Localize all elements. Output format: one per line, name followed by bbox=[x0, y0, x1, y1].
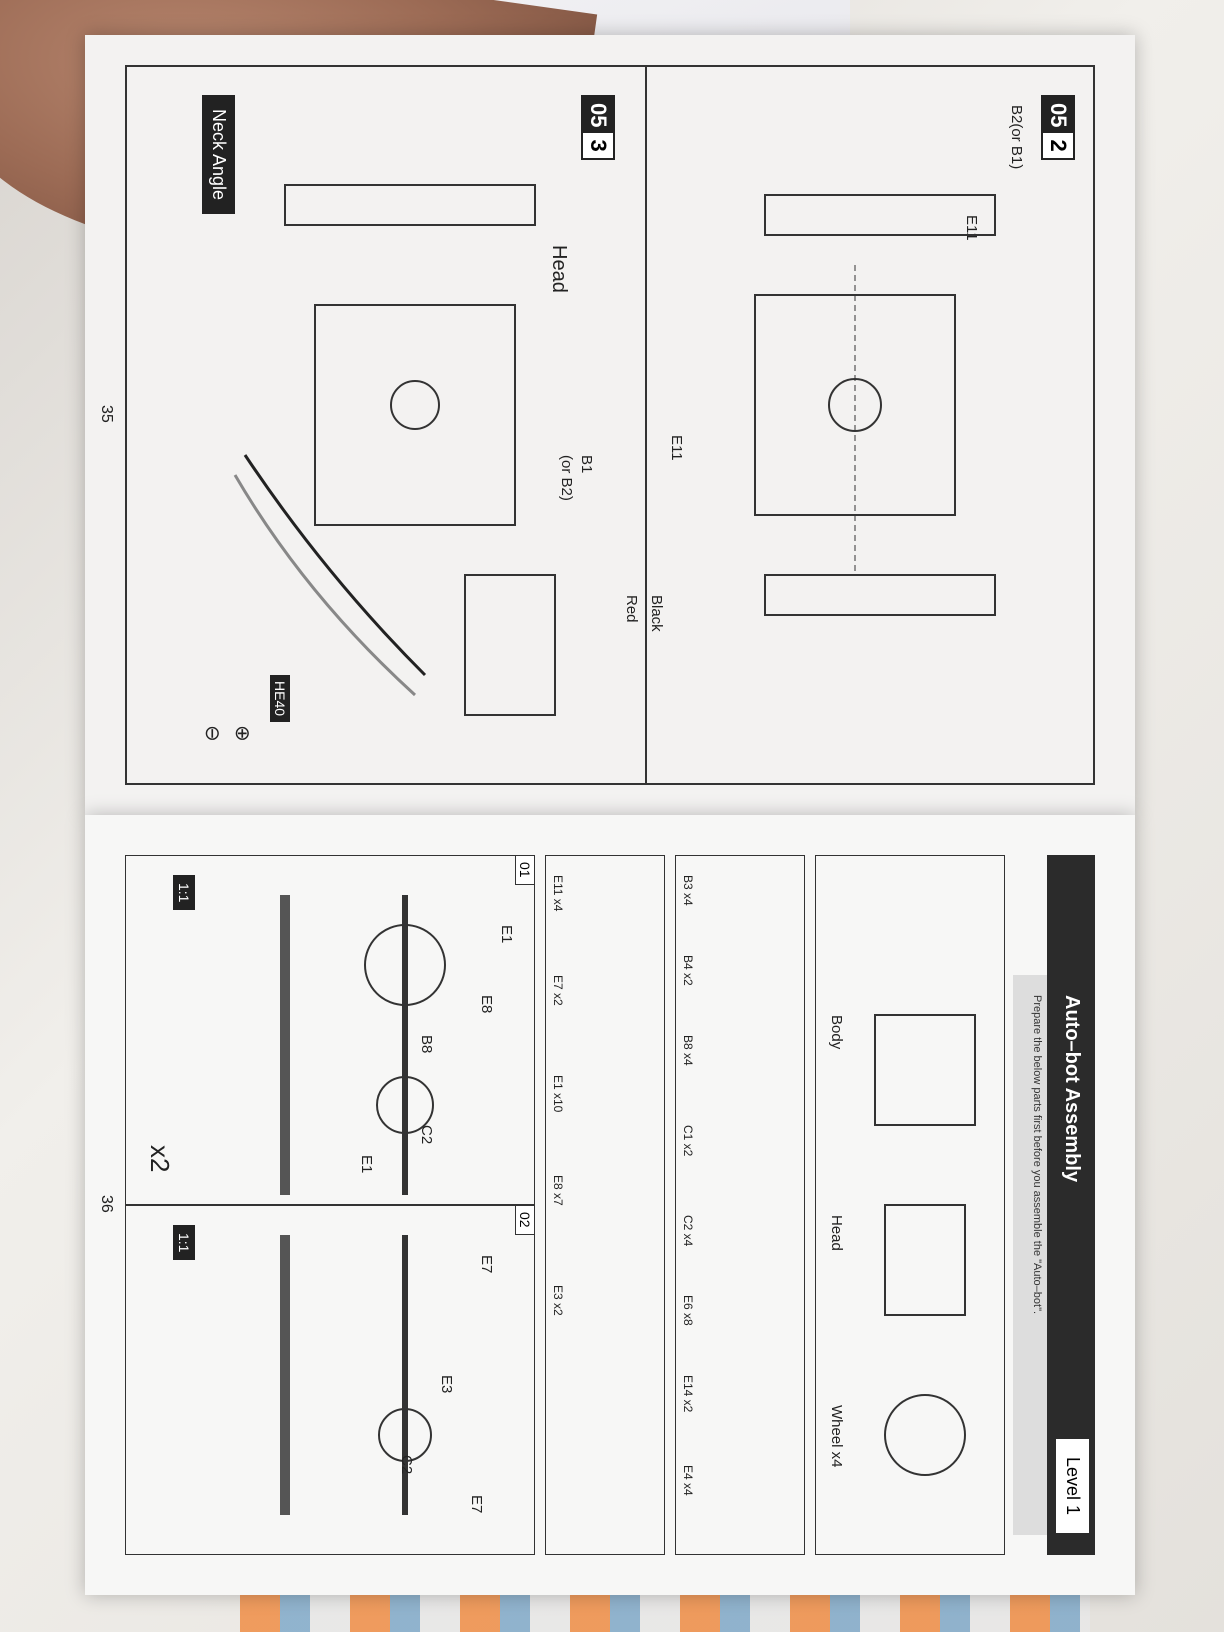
scale-badge-1: 1:1 bbox=[173, 875, 195, 911]
module-label-body: Body bbox=[828, 1015, 845, 1050]
axle-part-label: C2 bbox=[418, 1125, 435, 1145]
motor-label: HE40 bbox=[270, 675, 290, 723]
part-label: C1 x2 bbox=[681, 1125, 695, 1157]
page-36: Auto–bot Assembly Level 1 Prepare the be… bbox=[85, 815, 1135, 1595]
plus-symbol: ⊕ bbox=[231, 725, 253, 742]
substep-02-tab: 02 bbox=[515, 1205, 535, 1235]
axle-part-label: E1 bbox=[498, 925, 515, 944]
step-05-2-badge: 05 2 bbox=[1041, 95, 1075, 160]
part-label: C2 x4 bbox=[681, 1215, 695, 1247]
part-label: E7 x2 bbox=[551, 975, 565, 1006]
part-label: E3 x2 bbox=[551, 1285, 565, 1316]
level-badge: Level 1 bbox=[1054, 1436, 1091, 1535]
wire-label-red: Red bbox=[623, 595, 640, 623]
page-number: 35 bbox=[98, 405, 115, 423]
minus-symbol: ⊖ bbox=[201, 725, 223, 742]
part-label: E1 x10 bbox=[551, 1075, 565, 1113]
neck-angle-label: Neck Angle bbox=[202, 95, 235, 215]
part-label: B4 x2 bbox=[681, 955, 695, 986]
axle-part-label: B8 bbox=[418, 1035, 435, 1054]
instruction-booklet: 05 2 B2(or B1) E11 E11 B1 (or B2) 05 3 H… bbox=[85, 35, 1135, 1595]
axle-part-label: E1 bbox=[358, 1155, 375, 1174]
module-label-wheel: Wheel x4 bbox=[828, 1405, 845, 1468]
substep-01-tab: 01 bbox=[515, 855, 535, 885]
substep-number: 3 bbox=[586, 139, 611, 152]
part-label: E8 x7 bbox=[551, 1175, 565, 1206]
axle-part-label: E8 bbox=[478, 995, 495, 1014]
axle-part-label: C2 bbox=[398, 1455, 415, 1475]
page-number: 36 bbox=[98, 1195, 115, 1213]
module-label-head: Head bbox=[828, 1215, 845, 1251]
step-number: 05 bbox=[583, 97, 613, 134]
step-number: 05 bbox=[1043, 97, 1073, 134]
modules-illustration bbox=[874, 1014, 976, 1476]
part-label: B1 bbox=[578, 455, 595, 474]
axle-part-label: E3 bbox=[438, 1375, 455, 1394]
part-label: B3 x4 bbox=[681, 875, 695, 906]
axle-assembly-illustration bbox=[280, 895, 446, 1515]
part-label: E4 x4 bbox=[681, 1465, 695, 1496]
scale-badge-2: 1:1 bbox=[173, 1225, 195, 1261]
page-35: 05 2 B2(or B1) E11 E11 B1 (or B2) 05 3 H… bbox=[85, 35, 1135, 815]
part-label: E6 x8 bbox=[681, 1295, 695, 1326]
subtitle: Prepare the below parts first before you… bbox=[1031, 995, 1043, 1315]
step-05-3-badge: 05 3 bbox=[581, 95, 615, 160]
part-label: E11 bbox=[668, 435, 685, 461]
part-label: E14 x2 bbox=[681, 1375, 695, 1413]
axle-part-label: E7 bbox=[478, 1255, 495, 1274]
wire-label-black: Black bbox=[648, 595, 665, 632]
robot-body-illustration-a bbox=[754, 194, 996, 616]
axle-part-label: E7 bbox=[468, 1495, 485, 1514]
robot-head-illustration bbox=[233, 184, 556, 716]
part-label: E11 x4 bbox=[551, 875, 565, 912]
part-label: B8 x4 bbox=[681, 1035, 695, 1066]
substep-number: 2 bbox=[1046, 139, 1071, 152]
page-title: Auto–bot Assembly bbox=[1061, 995, 1083, 1183]
multiplier-label: x2 bbox=[145, 1145, 175, 1173]
